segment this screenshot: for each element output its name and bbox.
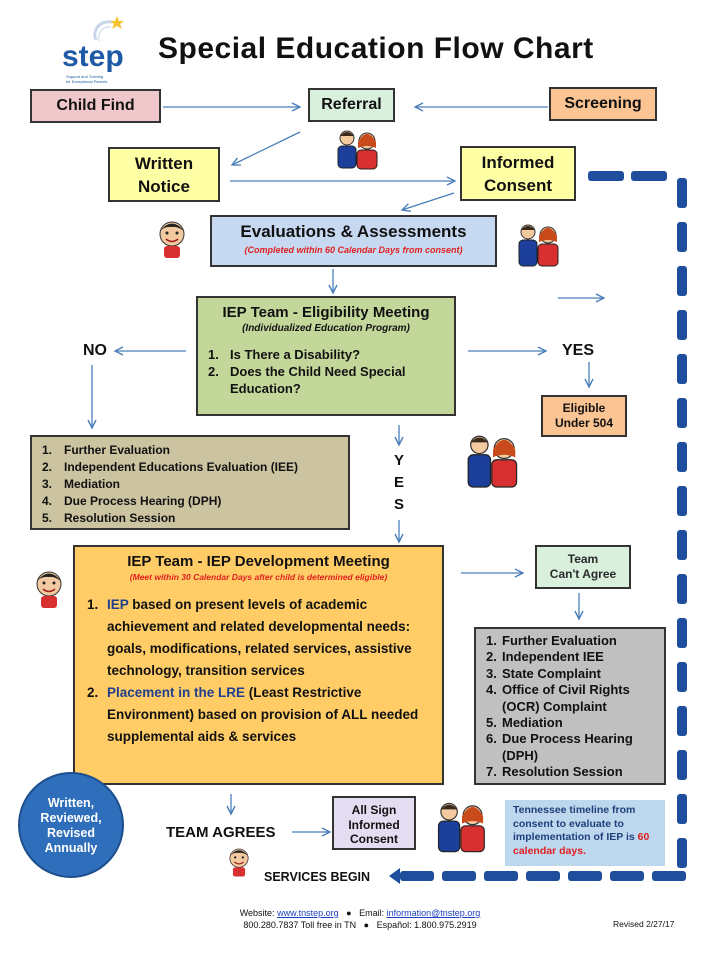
informed-consent-box: Informed Consent (460, 146, 576, 201)
informed-consent-line2: Consent (484, 176, 552, 195)
development-item: 2. Placement in the LRE (Least Restricti… (87, 685, 419, 744)
evaluations-box: Evaluations & Assessments (Completed wit… (210, 215, 497, 267)
informed-consent-line1: Informed (481, 153, 555, 172)
parents-icon (467, 435, 518, 488)
yes-vertical-label: Y E S (393, 452, 404, 513)
phone-text: 800.280.7837 Toll free in TN (243, 920, 357, 930)
page-title: Special Education Flow Chart (158, 32, 594, 65)
step-logo: step Support and Training for Exceptiona… (60, 16, 132, 84)
list-item: 1.Further Evaluation (486, 633, 617, 648)
child-find-label: Child Find (56, 97, 135, 114)
website-label: Website: (239, 908, 275, 918)
eligible-504-box: Eligible Under 504 (541, 395, 627, 437)
list-item: 7.Resolution Session (486, 764, 623, 780)
child-icon (36, 571, 62, 608)
referral-box: Referral (308, 88, 395, 122)
iep-development-box: IEP Team - IEP Development Meeting (Meet… (73, 545, 444, 785)
team-cant-agree-box: Team Can't Agree (535, 545, 631, 589)
list-item: 6.Due Process Hearing (DPH) (486, 731, 633, 763)
list-item: 5.Mediation (486, 715, 563, 731)
list-item: 5.Resolution Session (42, 511, 176, 525)
child-icon (229, 848, 249, 877)
eligibility-meeting-box: IEP Team - Eligibility Meeting (Individu… (196, 296, 456, 416)
eligible-504-line1: Eligible (562, 401, 606, 415)
logo-text: step (62, 40, 124, 73)
eligibility-questions: 1.Is There a Disability? 2.Does the Chil… (208, 346, 444, 397)
development-item: 1. IEP based on present levels of academ… (87, 597, 412, 678)
parents-icon (437, 802, 485, 853)
all-sign-consent-box: All Sign Informed Consent (332, 796, 416, 850)
annual-review-circle: Written, Reviewed, Revised Annually (18, 772, 124, 878)
footer: Website: www.tnstep.org ● Email: informa… (239, 908, 481, 930)
written-notice-box: Written Notice (108, 147, 220, 202)
disagree-options-box: 1.Further Evaluation 2.Independent IEE 3… (474, 627, 666, 785)
email-link[interactable]: information@tnstep.org (386, 908, 481, 918)
cant-agree-line1: Team (567, 552, 599, 566)
logo-tagline-2: for Exceptional Parents (66, 79, 108, 84)
list-item: 1.Further Evaluation (42, 443, 171, 457)
eligibility-question: 2.Does the Child Need Special Education? (208, 364, 406, 396)
eligible-504-line2: Under 504 (554, 416, 614, 430)
disagree-options-list: 1.Further Evaluation 2.Independent IEE 3… (486, 633, 654, 781)
development-title: IEP Team - IEP Development Meeting (127, 553, 390, 570)
email-label: Email: (359, 908, 385, 918)
evaluations-subtitle: (Completed within 60 Calendar Days from … (244, 245, 463, 255)
screening-box: Screening (549, 87, 657, 121)
list-item: 4.Office of Civil Rights (OCR) Complaint (486, 682, 630, 714)
evaluations-title: Evaluations & Assessments (240, 222, 467, 241)
services-begin-label: SERVICES BEGIN (264, 870, 371, 884)
yes-label: YES (562, 342, 595, 359)
eligibility-question: 1.Is There a Disability? (208, 347, 361, 362)
list-item: 2.Independent IEE (486, 649, 604, 665)
tennessee-timeline-note: Tennessee timeline from consent to evalu… (505, 800, 665, 866)
development-subtitle: (Meet within 30 Calendar Days after chil… (129, 572, 388, 582)
logo-swirl-icon (93, 16, 124, 42)
no-label: NO (83, 342, 107, 359)
child-find-box: Child Find (30, 89, 161, 123)
eligibility-subtitle: (Individualized Education Program) (242, 323, 410, 334)
no-options-list: 1.Further Evaluation 2.Independent Educa… (42, 442, 338, 527)
list-item: 3.State Complaint (486, 665, 601, 681)
list-item: 4.Due Process Hearing (DPH) (42, 494, 222, 508)
no-options-box: 1.Further Evaluation 2.Independent Educa… (30, 435, 350, 530)
list-item: 3.Mediation (42, 477, 120, 491)
eligibility-title: IEP Team - Eligibility Meeting (222, 304, 430, 321)
revised-date: Revised 2/27/17 (613, 919, 675, 929)
referral-label: Referral (321, 96, 382, 113)
espanol-text: Español: 1.800.975.2919 (376, 920, 477, 930)
arrow-referral-notice (232, 131, 301, 165)
written-notice-line1: Written (134, 154, 194, 173)
list-item: 2.Independent Educations Evaluation (IEE… (42, 460, 299, 474)
screening-label: Screening (564, 95, 642, 112)
arrow-consent-eval (402, 192, 455, 210)
parents-icon (518, 224, 559, 267)
written-notice-line2: Notice (138, 177, 190, 196)
team-agrees-label: TEAM AGREES (166, 824, 276, 841)
parents-icon (337, 130, 378, 170)
website-link[interactable]: www.tnstep.org (277, 908, 339, 918)
cant-agree-line2: Can't Agree (549, 567, 617, 581)
development-items: 1. IEP based on present levels of academ… (87, 594, 430, 748)
child-icon (159, 221, 185, 258)
logo-tagline-1: Support and Training (66, 74, 104, 79)
